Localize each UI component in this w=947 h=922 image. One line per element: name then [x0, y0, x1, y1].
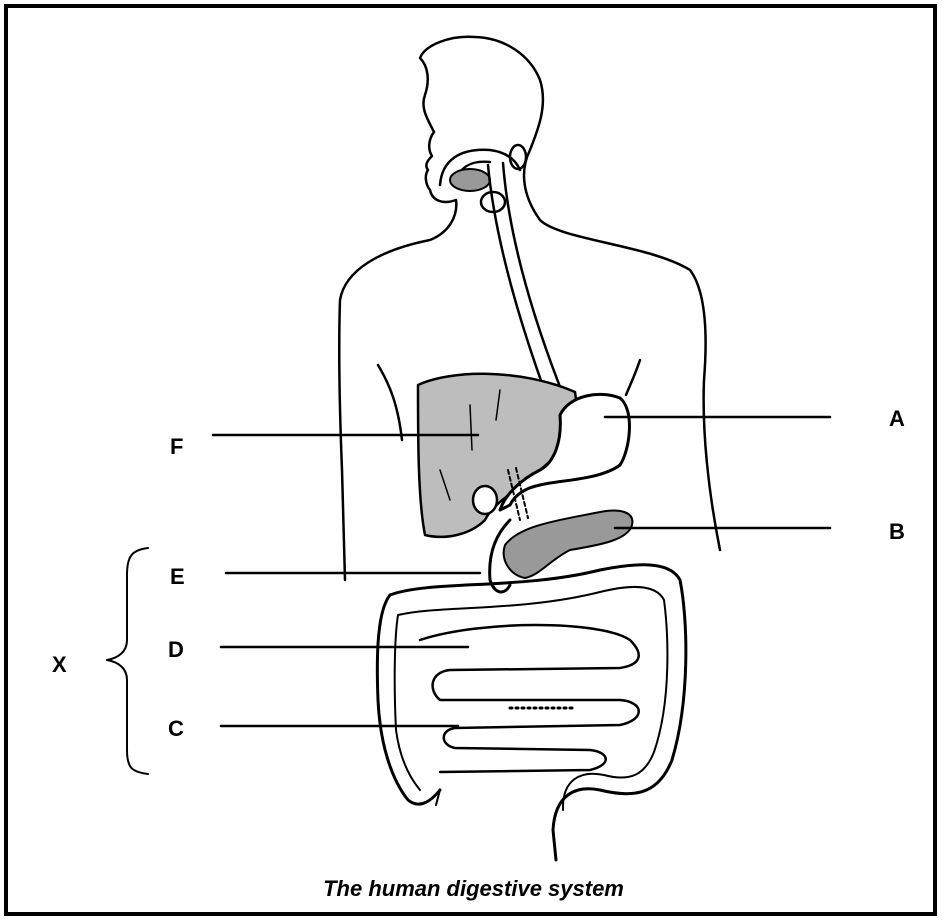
tongue [450, 169, 490, 191]
gall-bladder [473, 486, 497, 514]
body-outline [339, 37, 720, 580]
label-A: A [889, 408, 905, 430]
label-D: D [168, 639, 184, 661]
large-intestine [390, 565, 686, 860]
arm-line-left [378, 365, 402, 440]
label-F: F [170, 436, 183, 458]
brace-X [107, 548, 148, 774]
label-B: B [889, 521, 905, 543]
label-E: E [170, 566, 185, 588]
label-C: C [168, 718, 184, 740]
diagram-caption: The human digestive system [0, 876, 947, 902]
arm-line-right [626, 360, 640, 395]
label-X: X [52, 654, 67, 676]
